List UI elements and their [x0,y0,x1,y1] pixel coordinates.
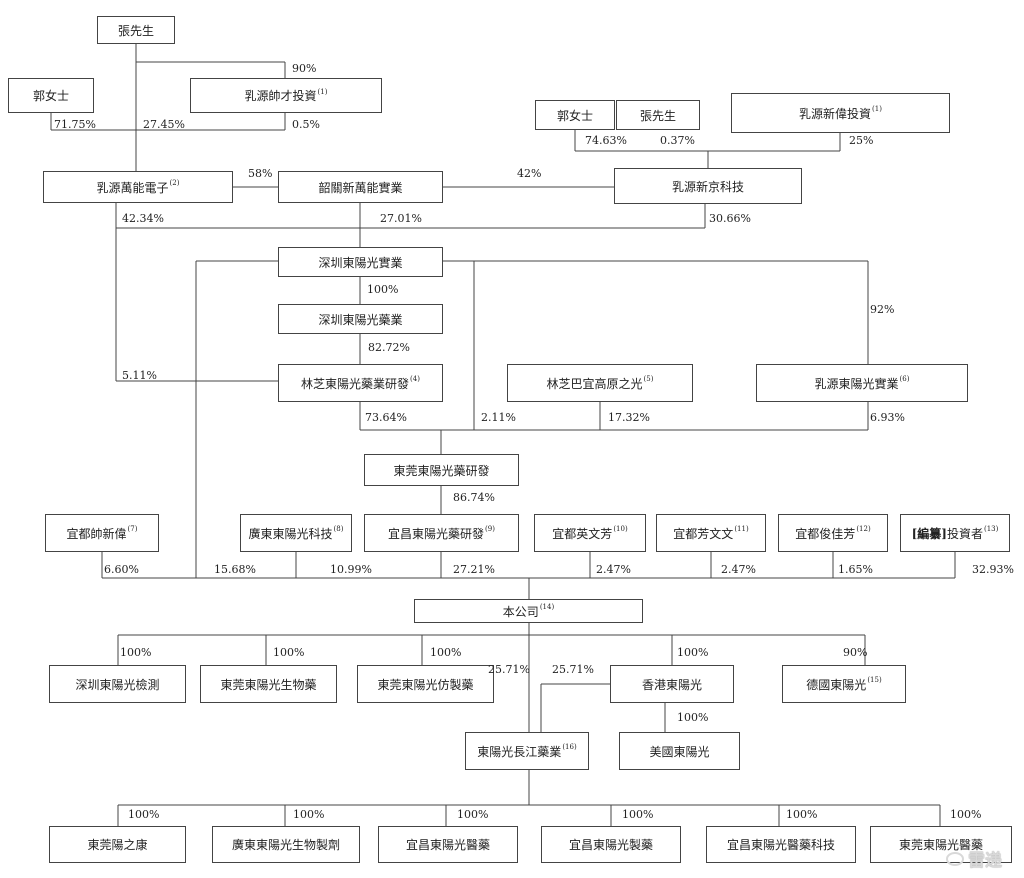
edge-label: 86.74% [453,491,495,504]
edge-label: 100% [273,646,305,659]
edge-label: 0.37% [660,134,695,147]
edge-label: 100% [128,808,160,821]
node-ruyuan-wanneng: 乳源萬能電子(2) [43,171,233,203]
node-yichang-yiyao-keji: 宜昌東陽光醫藥科技 [706,826,856,863]
edge-label: 32.93% [972,563,1014,576]
edge-label: 2.47% [596,563,631,576]
edge-label: 0.5% [292,118,320,131]
node-guo-top: 郭女士 [8,78,94,113]
edge-label: 90% [843,646,868,659]
edge-label: 100% [367,283,399,296]
edge-label: 92% [870,303,895,316]
node-guo-right: 郭女士 [535,100,615,130]
watermark: 雷递 [946,846,1002,871]
edge-label: 100% [293,808,325,821]
edge-label: 6.93% [870,411,905,424]
edge-label: 100% [457,808,489,821]
node-shenzhen-jiance: 深圳東陽光檢測 [49,665,186,703]
weibo-logo-icon [946,851,964,866]
edge-label: 10.99% [330,563,372,576]
node-shenzhen-yaoye: 深圳東陽光藥業 [278,304,443,334]
node-dongguan-yangzhikang: 東莞陽之康 [49,826,186,863]
node-dongguan-yanfa: 東莞東陽光藥研發 [364,454,519,486]
edge-label: 71.75% [54,118,96,131]
edge-label: 1.65% [838,563,873,576]
edge-label: 58% [248,167,273,180]
node-linzhi-yanfa: 林芝東陽光藥業研發(4) [278,364,443,402]
node-yichang-zhiyao: 宜昌東陽光製藥 [541,826,681,863]
node-usa-dyg: 美國東陽光 [619,732,740,770]
node-company: 本公司(14) [414,599,643,623]
node-guangdong-keji: 廣東東陽光科技(8) [240,514,352,552]
edge-label: 2.11% [481,411,516,424]
node-hongkong-dyg: 香港東陽光 [610,665,734,703]
node-shaoguan-xinwanneng: 韶關新萬能實業 [278,171,443,203]
node-yidu-junjiafang: 宜都俊佳芳(12) [778,514,888,552]
node-yichang-yiyao: 宜昌東陽光醫藥 [378,826,518,863]
edge-label: 100% [950,808,982,821]
edge-label: 90% [292,62,317,75]
node-dyg-changjiang: 東陽光長江藥業(16) [465,732,589,770]
node-ruyuan-dyg-shiye: 乳源東陽光實業(6) [756,364,968,402]
edge-label: 25% [849,134,874,147]
node-yidu-shuaixinwei: 宜都帥新偉(7) [45,514,159,552]
node-dongguan-shengwuyao: 東莞東陽光生物藥 [200,665,337,703]
node-ruyuan-xinwei: 乳源新偉投資(1) [731,93,950,133]
edge-label: 73.64% [365,411,407,424]
edge-label: 42% [517,167,542,180]
edge-label: 17.32% [608,411,650,424]
node-guangdong-shengwuzhiji: 廣東東陽光生物製劑 [212,826,360,863]
edge-label: 42.34% [122,212,164,225]
edge-label: 100% [677,646,709,659]
node-dongguan-fangzhiyao: 東莞東陽光仿製藥 [357,665,494,703]
node-yidu-yingwenfang: 宜都英文芳(10) [534,514,646,552]
node-zhang-right: 張先生 [616,100,700,130]
edge-label: 5.11% [122,369,157,382]
edge-label: 82.72% [368,341,410,354]
edge-label: 30.66% [709,212,751,225]
node-investors: [編纂]投資者(13) [900,514,1010,552]
node-yidu-fangwenwen: 宜都芳文文(11) [656,514,766,552]
edge-label: 6.60% [104,563,139,576]
edge-label: 27.45% [143,118,185,131]
edge-label: 100% [677,711,709,724]
edge-label: 25.71% [488,663,530,676]
node-ruyuan-xinjing: 乳源新京科技 [614,168,802,204]
edge-label: 100% [786,808,818,821]
node-zhang-top: 張先生 [97,16,175,44]
node-germany-dyg: 德國東陽光(15) [782,665,906,703]
edge-label: 2.47% [721,563,756,576]
edge-label: 15.68% [214,563,256,576]
edge-label: 100% [120,646,152,659]
node-ruyuan-shuaicai: 乳源帥才投資(1) [190,78,382,113]
edge-label: 100% [430,646,462,659]
edge-label: 27.01% [380,212,422,225]
node-yichang-yanfa: 宜昌東陽光藥研發(9) [364,514,519,552]
node-shenzhen-shiye: 深圳東陽光實業 [278,247,443,277]
node-dongguan-dongyiguang: 東莞東陽光醫藥 [870,826,1012,863]
edge-label: 74.63% [585,134,627,147]
edge-label: 27.21% [453,563,495,576]
edge-label: 25.71% [552,663,594,676]
edge-label: 100% [622,808,654,821]
node-linzhi-bayi: 林芝巴宜高原之光(5) [507,364,693,402]
